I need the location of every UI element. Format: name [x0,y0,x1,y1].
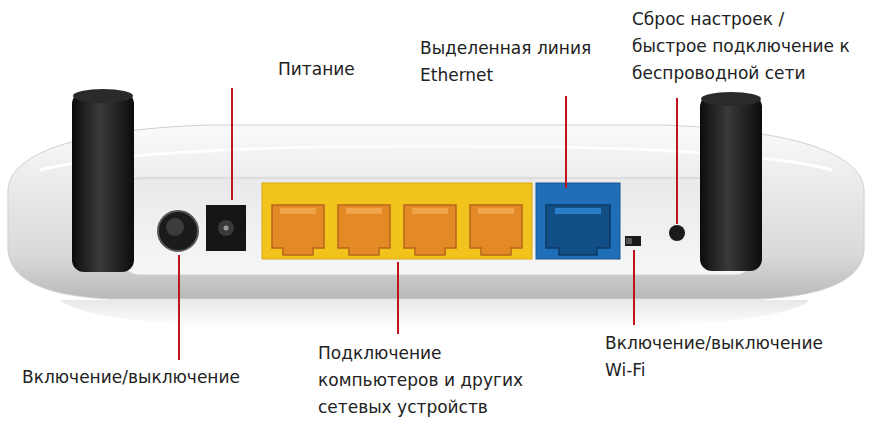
antenna [72,92,134,272]
antenna [700,95,762,271]
lan-port-socket [404,205,456,255]
lan-port-socket [272,205,324,255]
lan-port [272,205,324,255]
lan-port-pins [280,208,316,214]
leader-line [633,250,635,325]
wifi-switch-knob [626,238,632,244]
lan-port [470,205,522,255]
callout-label: Включение/выключение [22,364,282,391]
callout-label: Подключение компьютеров и других сетевых… [318,340,542,421]
lan-panel [262,183,532,259]
power-jack-pin [224,226,229,231]
reset-hole [669,225,685,241]
power-jack [206,205,246,251]
lan-ports [272,205,522,255]
leader-line [397,262,399,334]
wan-port-pins [555,208,601,214]
callout-label: Выделенная линия Ethernet [420,35,612,89]
lan-port-pins [412,208,448,214]
lan-port-socket [338,205,390,255]
lan-port-socket [470,205,522,255]
antenna-top [73,89,133,103]
wan-panel [536,183,620,259]
callout-label: Сброс настроек / быстрое подключение к б… [632,6,856,87]
reflection [60,300,810,328]
leader-line [676,98,678,224]
lan-port [338,205,390,255]
power-button [158,211,198,251]
callout-label: Включение/выключение Wi-Fi [605,330,829,384]
leader-line [565,96,567,188]
lan-port-pins [478,208,514,214]
back-panel [125,178,750,275]
leader-line [178,255,180,360]
wifi-switch [625,236,641,246]
wan-port [546,205,610,255]
power-button-shine [166,218,184,236]
power-jack-hole [218,220,234,236]
antenna-top [701,92,761,106]
lan-port [404,205,456,255]
lan-port-pins [346,208,382,214]
leader-lines [179,88,677,360]
callout-label: Питание [278,56,398,83]
leader-line [231,88,233,200]
